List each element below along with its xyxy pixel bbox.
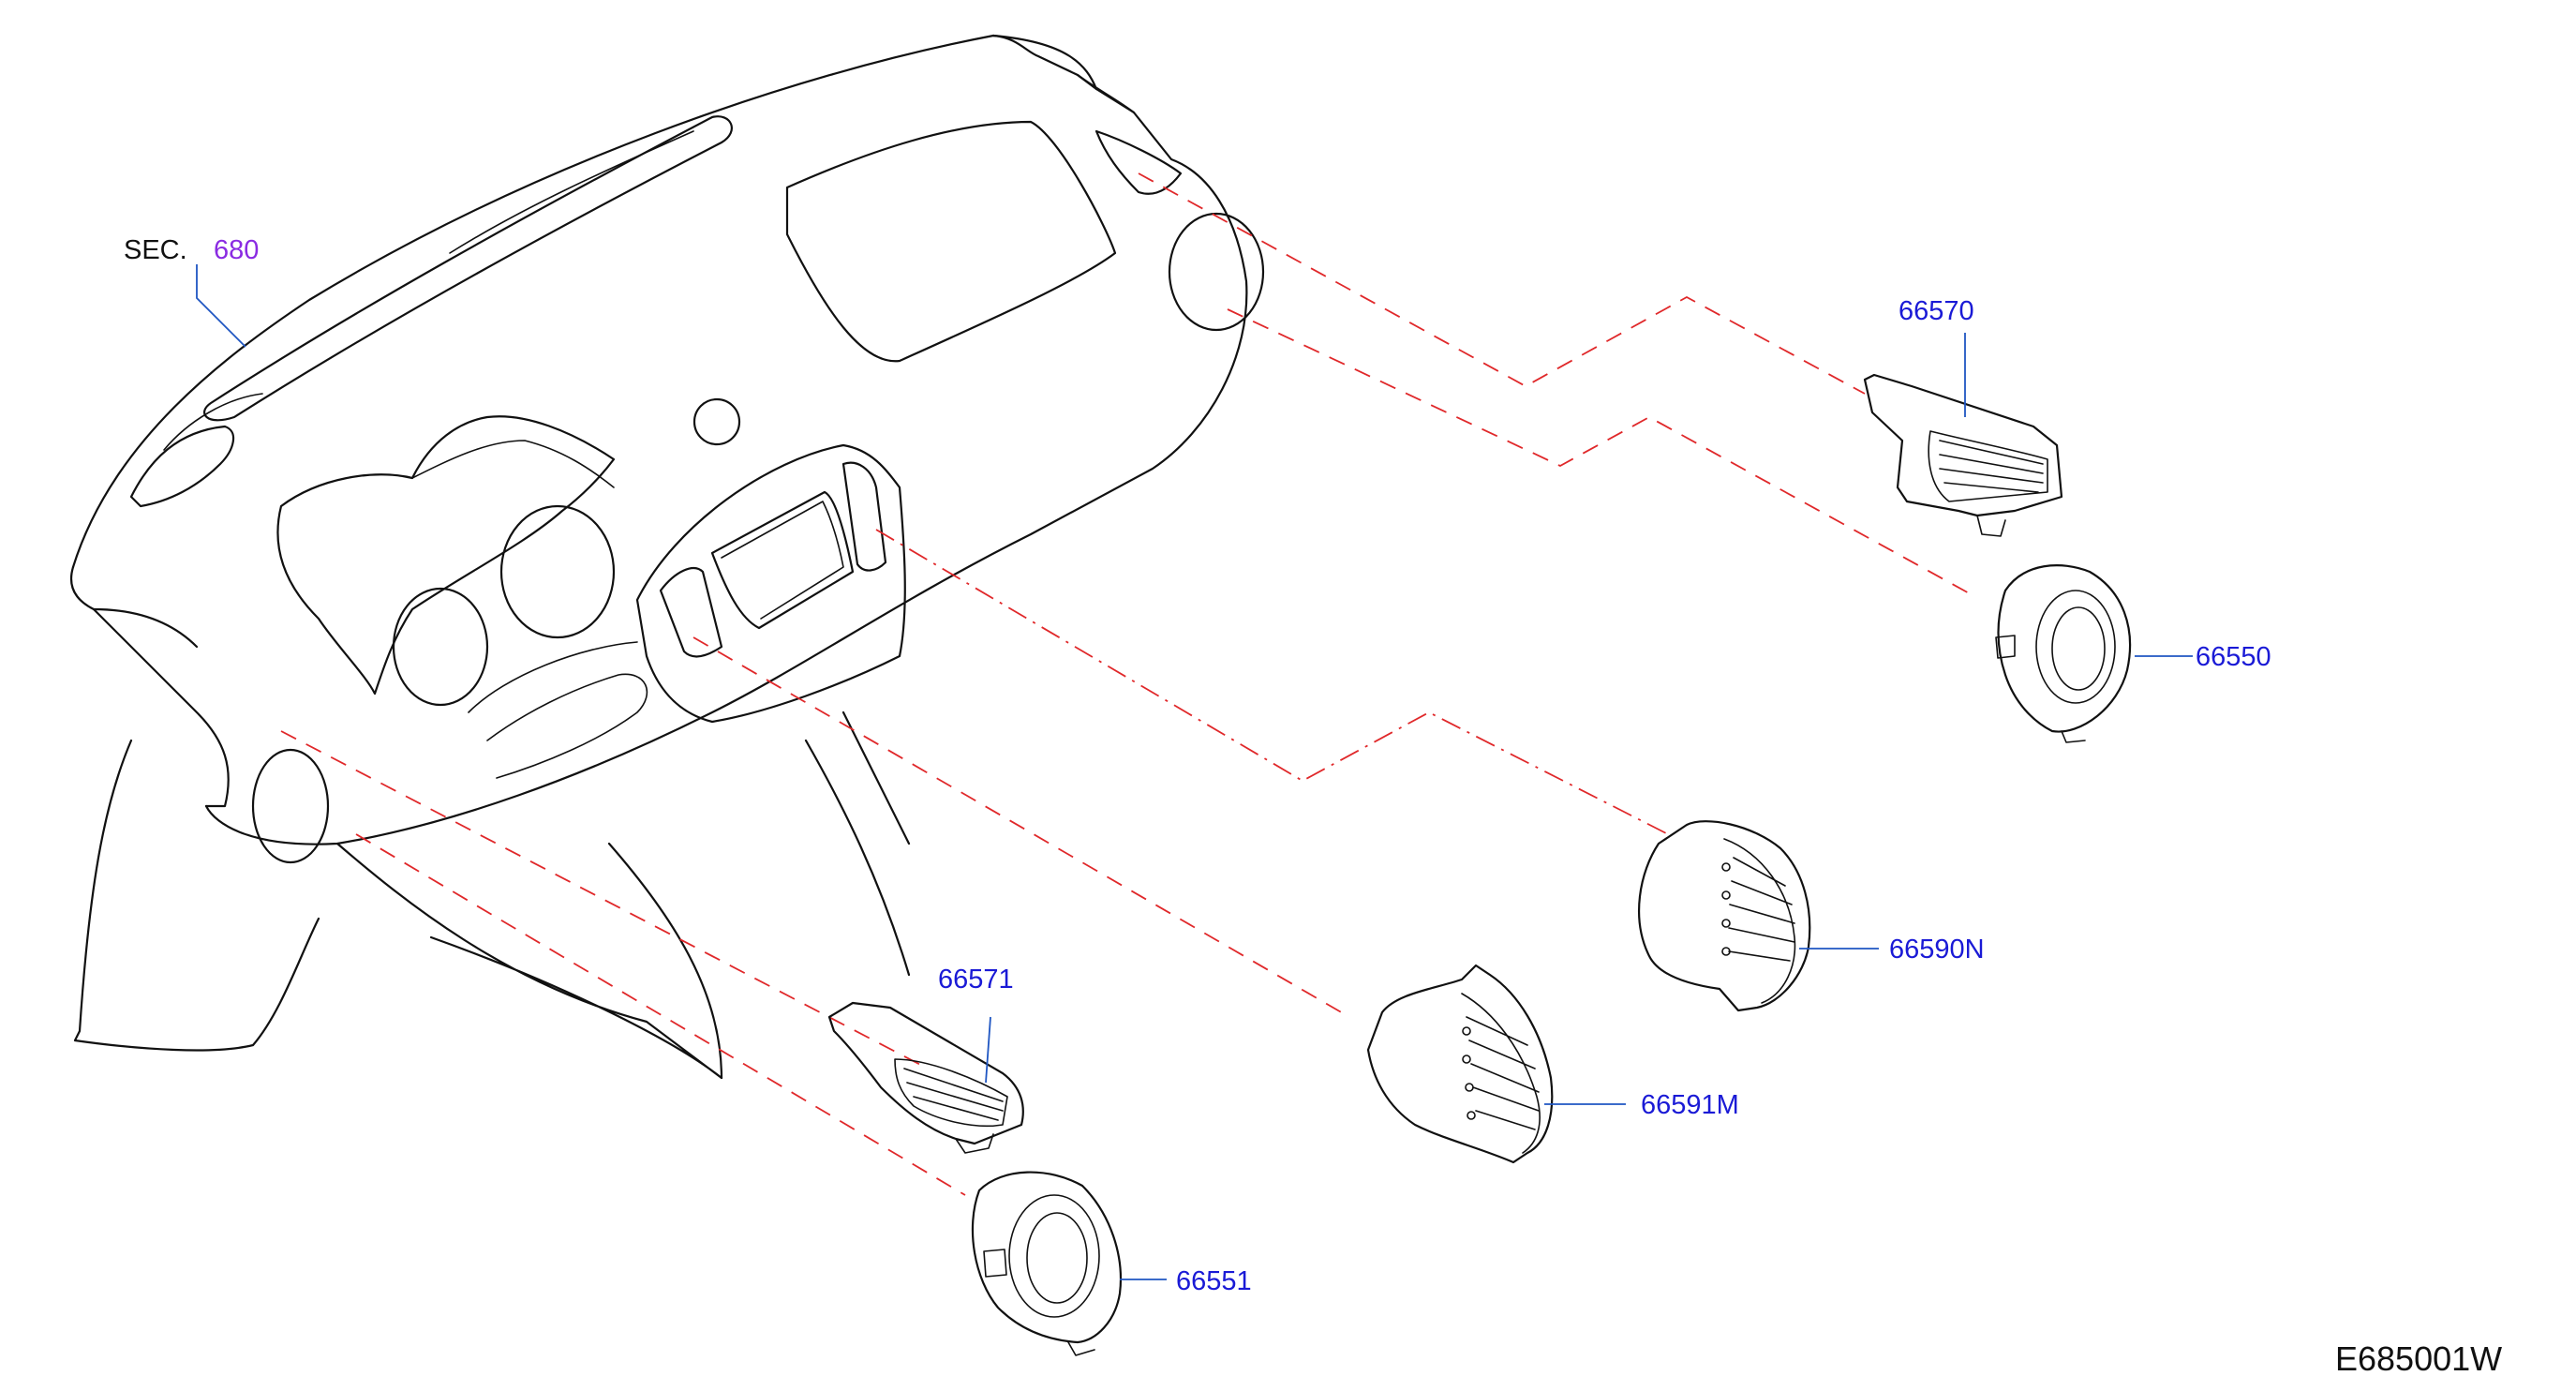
- part-number-66590N[interactable]: 66590N: [1889, 935, 1985, 965]
- labels: SEC. 680 66570 66550 66590N 66591M 66571…: [124, 235, 2502, 1378]
- part-66591M-vent: [1366, 964, 1554, 1164]
- guide-line-66570: [1138, 172, 1866, 395]
- part-66550-bezel: [1995, 564, 2132, 743]
- diagram-code: E685001W: [2335, 1339, 2502, 1378]
- part-number-66571[interactable]: 66571: [938, 965, 1014, 995]
- part-66570-vent: [1863, 373, 2063, 537]
- guide-line-66550: [1227, 308, 1973, 596]
- guide-line-66551: [355, 833, 966, 1196]
- part-66590N-vent: [1638, 820, 1811, 1012]
- guide-line-66591M: [692, 636, 1350, 1018]
- leader-sec-680: [196, 264, 246, 348]
- guide-line-66571: [280, 730, 929, 1069]
- leader-66571: [985, 1016, 991, 1084]
- part-number-66551[interactable]: 66551: [1176, 1266, 1252, 1296]
- part-number-66550[interactable]: 66550: [2196, 642, 2271, 672]
- part-number-66591M[interactable]: 66591M: [1641, 1090, 1739, 1120]
- part-66551-bezel: [971, 1171, 1122, 1356]
- part-66571-vent: [827, 1001, 1024, 1154]
- part-number-66570[interactable]: 66570: [1898, 296, 1974, 326]
- instrument-panel-drawing: [69, 34, 1265, 1080]
- section-number[interactable]: 680: [214, 235, 259, 265]
- guide-lines: [280, 172, 1973, 1196]
- section-prefix: SEC.: [124, 235, 187, 265]
- leader-lines: [196, 264, 2193, 1280]
- guide-line-66590N: [875, 529, 1669, 835]
